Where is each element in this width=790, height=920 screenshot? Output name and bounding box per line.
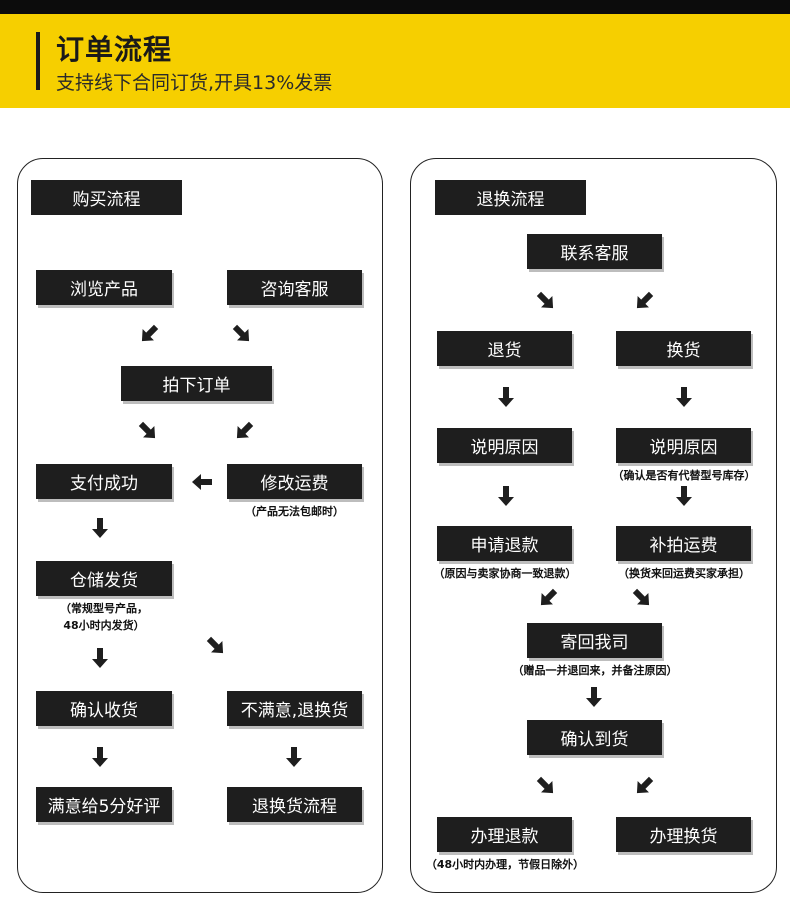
note-ship-line-2: 48小时内发货） (63, 619, 145, 633)
note-ship-within-48h: （常规型号产品， 48小时内发货） (28, 600, 180, 634)
step-apply-refund: 申请退款 (437, 526, 572, 561)
step-consult-service: 咨询客服 (227, 270, 362, 305)
step-process-refund: 办理退款 (437, 817, 572, 852)
note-return-gifts: （赠品一并退回来，并备注原因） (512, 664, 678, 677)
arrow-ship-to-unsatisfied (206, 636, 224, 654)
step-five-star-review: 满意给5分好评 (36, 787, 172, 822)
arrow-explain-to-freight (676, 486, 692, 506)
step-browse-products: 浏览产品 (36, 270, 172, 305)
arrow-order-to-modify-freight (236, 421, 254, 439)
arrow-consult-to-order (232, 324, 250, 342)
arrow-order-to-payment (138, 421, 156, 439)
step-explain-reason-exchange: 说明原因 (616, 428, 751, 463)
header-banner: 订单流程 支持线下合同订货,开具13%发票 (0, 14, 790, 108)
step-send-back: 寄回我司 (527, 623, 662, 658)
return-flow-heading: 退换流程 (435, 180, 586, 215)
step-confirm-arrival: 确认到货 (527, 720, 662, 755)
arrow-confirm-to-review (92, 747, 108, 767)
note-no-free-shipping: （产品无法包邮时） (245, 505, 344, 518)
step-return-flow: 退换货流程 (227, 787, 362, 822)
arrow-explain-to-refund (498, 486, 514, 506)
step-warehouse-ship: 仓储发货 (36, 561, 172, 596)
title-accent-bar (36, 32, 40, 90)
arrow-contact-to-exchange (636, 291, 654, 309)
note-substitute-stock: （确认是否有代替型号库存） (612, 469, 756, 482)
arrow-unsatisfied-to-return-flow (286, 747, 302, 767)
step-place-order: 拍下订单 (121, 366, 272, 401)
arrow-exchange-to-explain (676, 387, 692, 407)
top-dark-strip (0, 0, 790, 14)
step-return-goods: 退货 (437, 331, 572, 366)
step-unsatisfied-return: 不满意,退换货 (227, 691, 362, 726)
purchase-flow-heading: 购买流程 (31, 180, 182, 215)
note-ship-line-1: （常规型号产品， (60, 602, 148, 615)
arrow-ship-to-confirm (92, 648, 108, 668)
arrow-freight-to-send-back (632, 588, 650, 606)
step-contact-service: 联系客服 (527, 234, 662, 269)
page-subtitle: 支持线下合同订货,开具13%发票 (56, 72, 333, 94)
note-refund-48h: （48小时内办理，节假日除外） (425, 858, 585, 871)
step-explain-reason-return: 说明原因 (437, 428, 572, 463)
step-pay-freight: 补拍运费 (616, 526, 751, 561)
arrow-contact-to-return (536, 291, 554, 309)
step-payment-success: 支付成功 (36, 464, 172, 499)
note-freight-buyer-pays: （换货来回运费买家承担） (618, 567, 750, 580)
arrow-return-to-explain (498, 387, 514, 407)
return-flow-panel (410, 158, 777, 893)
step-exchange-goods: 换货 (616, 331, 751, 366)
step-modify-freight: 修改运费 (227, 464, 362, 499)
step-confirm-receipt: 确认收货 (36, 691, 172, 726)
arrow-freight-to-payment (192, 474, 212, 490)
arrow-refund-to-send-back (540, 588, 558, 606)
purchase-flow-panel (17, 158, 383, 893)
arrow-send-back-to-confirm (586, 687, 602, 707)
step-process-exchange: 办理换货 (616, 817, 751, 852)
arrow-payment-to-ship (92, 518, 108, 538)
arrow-browse-to-order (141, 324, 159, 342)
arrow-confirm-to-refund (536, 776, 554, 794)
arrow-confirm-to-exchange (636, 776, 654, 794)
page-title: 订单流程 (56, 33, 173, 66)
note-refund-agreement: （原因与卖家协商一致退款） (433, 567, 577, 580)
